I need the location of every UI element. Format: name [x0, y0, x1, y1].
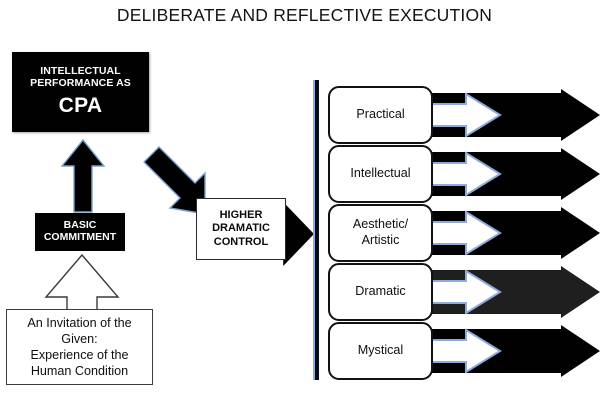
hollow-up-arrow-invitation-to-commitment: [44, 253, 120, 312]
cpa-box-line1: INTELLECTUAL: [40, 65, 121, 78]
hdc-line1: HIGHER: [219, 208, 263, 221]
mode-label-text: Dramatic: [355, 284, 406, 299]
invitation-line1: An Invitation of the: [27, 315, 132, 330]
mode-label-box[interactable]: Aesthetic/Artistic: [328, 204, 433, 262]
invitation-line4: Human Condition: [30, 364, 129, 379]
mode-arrow: [381, 148, 600, 200]
mode-label-box[interactable]: Mystical: [328, 322, 433, 380]
mode-label-box[interactable]: Practical: [328, 86, 433, 144]
basic-commitment-line2: COMMITMENT: [43, 231, 117, 243]
cpa-box-line3: CPA: [58, 93, 103, 117]
up-arrow-commitment-to-cpa: [60, 138, 106, 213]
mode-label-text: Aesthetic/Artistic: [352, 217, 409, 247]
vertical-divider-bar: [313, 80, 319, 380]
basic-commitment-box: BASIC COMMITMENT: [35, 213, 125, 251]
hdc-line3: CONTROL: [213, 235, 269, 248]
mode-label-text: Intellectual: [350, 166, 411, 181]
page-title: DELIBERATE AND REFLECTIVE EXECUTION: [116, 5, 493, 25]
higher-dramatic-control-group: HIGHER DRAMATIC CONTROL: [196, 198, 314, 266]
mode-label-box[interactable]: Intellectual: [328, 145, 433, 203]
divider-edge: [313, 80, 315, 380]
invitation-of-the-given-box: An Invitation of the Given: Experience o…: [6, 309, 153, 385]
divider-core: [315, 80, 319, 380]
invitation-line2: Given:: [61, 331, 98, 346]
hdc-line2: DRAMATIC: [212, 222, 270, 235]
invitation-line3: Experience of the: [30, 348, 129, 362]
mode-label-text: Mystical: [357, 343, 404, 358]
mode-label-box[interactable]: Dramatic: [328, 263, 433, 321]
higher-dramatic-control-box: HIGHER DRAMATIC CONTROL: [196, 198, 286, 260]
intellectual-performance-cpa-box: INTELLECTUAL PERFORMANCE AS CPA: [12, 52, 149, 132]
cpa-box-line2: PERFORMANCE AS: [30, 77, 131, 90]
diagonal-arrow-cpa-to-control: [143, 146, 206, 215]
basic-commitment-line1: BASIC: [63, 219, 97, 232]
mode-label-text: Practical: [356, 107, 405, 122]
